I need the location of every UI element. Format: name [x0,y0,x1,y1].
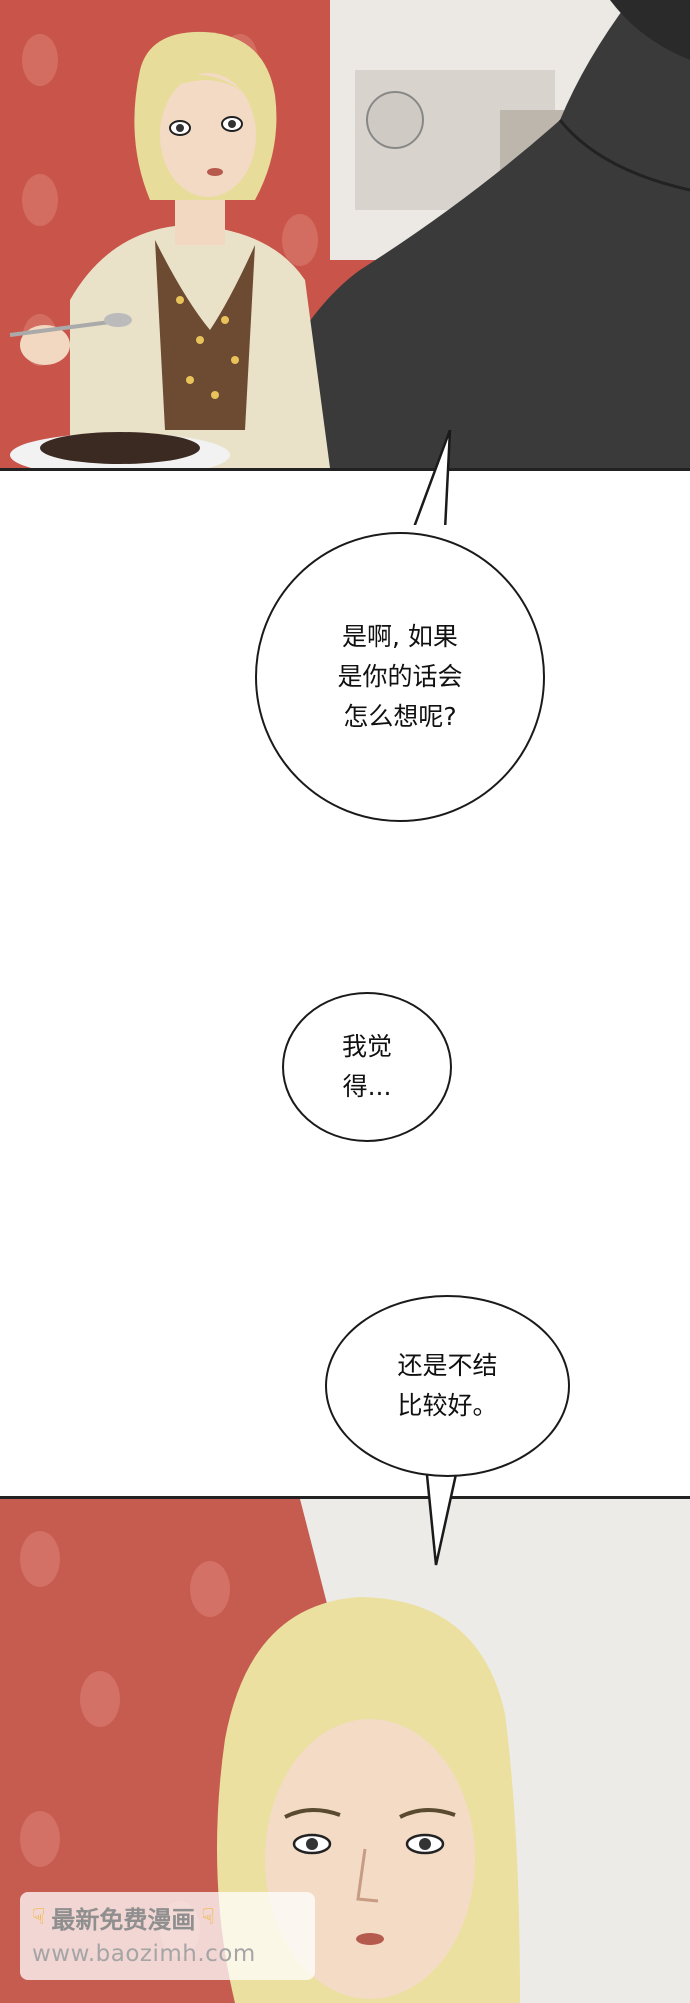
speech-bubble-tail-3 [424,1465,460,1566]
pointing-hand-icon: ☟ [32,1905,46,1930]
panel-top-illustration [0,0,690,468]
bubble-1-line-3: 怎么想呢? [343,702,457,731]
watermark-title-row: ☟ 最新免费漫画 ☟ [32,1900,303,1935]
bubble-3-line-1: 还是不结 [397,1351,498,1380]
bubble-1-line-1: 是啊, 如果 [342,622,458,651]
panel-bottom-illustration [0,1499,690,2003]
pointing-hand-icon: ☟ [201,1905,215,1930]
speech-bubble-3: 还是不结 比较好。 [325,1295,570,1477]
speech-bubble-1: 是啊, 如果 是你的话会 怎么想呢? [255,532,545,822]
bubble-2-line-1: 我觉 [341,1032,392,1061]
speech-bubble-2: 我觉 得... [282,992,452,1142]
comic-panel-top [0,0,690,471]
bubble-2-line-2: 得... [342,1072,392,1101]
bubble-1-line-2: 是你的话会 [337,662,463,691]
watermark: ☟ 最新免费漫画 ☟ www.baozimh.com [20,1892,315,1980]
watermark-url[interactable]: www.baozimh.com [32,1941,256,1967]
watermark-title: 最新免费漫画 [51,1906,196,1934]
bubble-3-line-2: 比较好。 [397,1391,498,1420]
